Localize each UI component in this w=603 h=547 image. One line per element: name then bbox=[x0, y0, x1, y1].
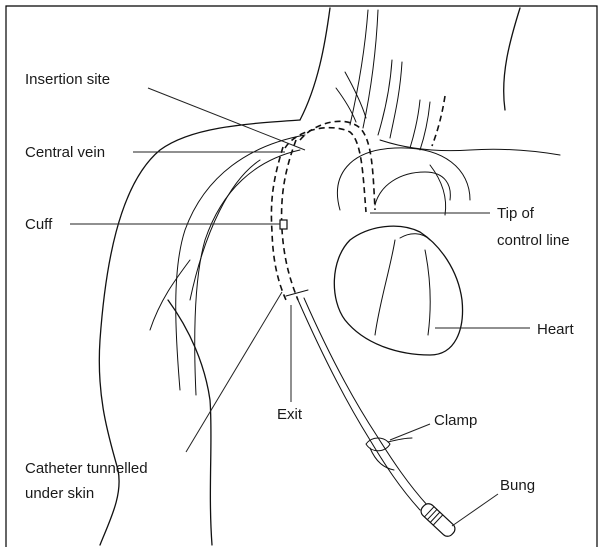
cuff-marker bbox=[280, 220, 287, 229]
label-bung: Bung bbox=[500, 477, 535, 494]
label-clamp: Clamp bbox=[434, 412, 477, 429]
exit-mark bbox=[286, 290, 308, 296]
body-outline bbox=[99, 8, 520, 545]
label-catheter-line2: under skin bbox=[25, 485, 94, 502]
catheter-tunnel-leader bbox=[186, 292, 282, 452]
secondary-vein bbox=[190, 160, 260, 300]
label-cuff: Cuff bbox=[25, 216, 53, 233]
catheter-dashed-inner bbox=[285, 128, 366, 212]
neck-vessel-2a bbox=[378, 60, 392, 135]
bung-leader bbox=[452, 494, 498, 526]
label-heart: Heart bbox=[537, 321, 575, 338]
neck-left-outline bbox=[300, 8, 330, 120]
neck-dashed-vessel bbox=[432, 96, 445, 146]
torso-side-outline bbox=[168, 300, 212, 545]
bung-connector bbox=[419, 501, 458, 539]
aortic-arch-inner bbox=[375, 172, 450, 205]
neck-right-outline bbox=[504, 8, 520, 110]
heart-shape bbox=[334, 226, 462, 355]
label-catheter-line1: Catheter tunnelled bbox=[25, 460, 148, 477]
neck-branch-1 bbox=[345, 72, 366, 118]
neck-vessel-1b bbox=[363, 10, 378, 128]
heart-body bbox=[334, 226, 462, 355]
neck-vessel-3b bbox=[420, 102, 430, 150]
inner-arm-line bbox=[150, 260, 190, 330]
neck-vessel-3a bbox=[410, 100, 420, 148]
label-exit: Exit bbox=[277, 406, 303, 423]
label-insertion-site: Insertion site bbox=[25, 71, 110, 88]
subclavian-vessel bbox=[380, 140, 560, 155]
insertion-site-leader bbox=[148, 88, 305, 150]
label-tip-line2: control line bbox=[497, 232, 570, 249]
clamp-lever bbox=[388, 438, 412, 442]
central-vein-lower-wall bbox=[195, 150, 300, 395]
clamp-body bbox=[366, 438, 390, 451]
neck-branch-2 bbox=[336, 88, 356, 122]
label-tip-line1: Tip of bbox=[497, 205, 535, 222]
aortic-arch-outer bbox=[337, 148, 470, 210]
neck-vessel-1a bbox=[350, 10, 368, 125]
label-central-vein: Central vein bbox=[25, 144, 105, 161]
neck-vessel-2b bbox=[390, 62, 402, 138]
shoulder-arm-outline bbox=[99, 120, 300, 545]
